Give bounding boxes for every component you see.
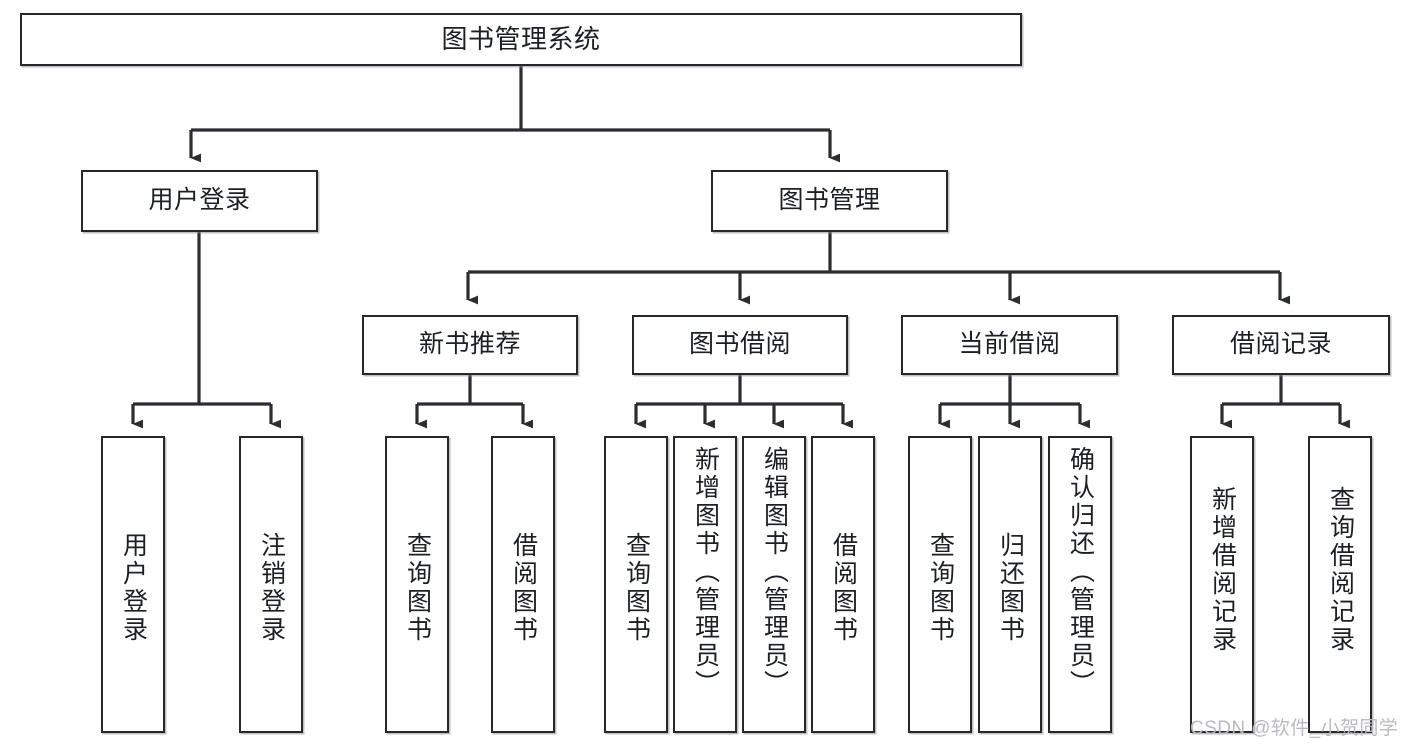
node-label: 借阅记录 [1229, 330, 1332, 359]
node-label: 当前借阅 [958, 330, 1061, 359]
node-user-login[interactable]: 用户登录 [81, 170, 318, 232]
leaf-new-book-borrow-book[interactable]: 借阅图书 [491, 436, 555, 733]
node-label: 图书管理系统 [441, 24, 601, 55]
node-label: 图书借阅 [688, 330, 791, 359]
leaf-borrow-record-query-record[interactable]: 查询借阅记录 [1308, 436, 1372, 733]
csdn-watermark: CSDN @软件_小贺同学 [1190, 718, 1399, 739]
node-label: 编辑图书（管理员） [760, 446, 789, 698]
node-label: 用户登录 [119, 532, 148, 644]
node-book-borrow[interactable]: 图书借阅 [632, 315, 848, 375]
node-label: 查询图书 [403, 532, 432, 644]
node-label: 注销登录 [257, 532, 286, 644]
node-label: 归还图书 [996, 532, 1025, 644]
leaf-book-borrow-add-book-admin[interactable]: 新增图书（管理员） [673, 436, 737, 733]
node-borrow-record[interactable]: 借阅记录 [1172, 315, 1390, 375]
node-label: 确认归还（管理员） [1066, 446, 1095, 698]
leaf-borrow-record-add-record[interactable]: 新增借阅记录 [1190, 436, 1254, 733]
node-label: 借阅图书 [829, 532, 858, 644]
node-label: 用户登录 [148, 186, 251, 215]
node-root-book-management-system[interactable]: 图书管理系统 [20, 13, 1022, 66]
node-label: 新书推荐 [418, 330, 521, 359]
node-label: 新增图书（管理员） [691, 446, 720, 698]
node-label: 查询图书 [926, 532, 955, 644]
leaf-current-borrow-query-book[interactable]: 查询图书 [908, 436, 972, 733]
node-label: 借阅图书 [509, 532, 538, 644]
leaf-book-borrow-borrow-book[interactable]: 借阅图书 [811, 436, 875, 733]
leaf-current-borrow-confirm-return-admin[interactable]: 确认归还（管理员） [1048, 436, 1112, 733]
node-label: 查询借阅记录 [1326, 486, 1355, 654]
node-label: 新增借阅记录 [1208, 486, 1237, 654]
leaf-new-book-query-book[interactable]: 查询图书 [385, 436, 449, 733]
leaf-user-login-login[interactable]: 用户登录 [101, 436, 165, 733]
leaf-current-borrow-return-book[interactable]: 归还图书 [978, 436, 1042, 733]
node-label: 图书管理 [778, 186, 881, 215]
node-label: 查询图书 [622, 532, 651, 644]
leaf-book-borrow-query-book[interactable]: 查询图书 [604, 436, 668, 733]
node-current-borrow[interactable]: 当前借阅 [901, 315, 1118, 375]
node-book-management[interactable]: 图书管理 [711, 170, 948, 232]
leaf-user-login-logout[interactable]: 注销登录 [239, 436, 303, 733]
leaf-book-borrow-edit-book-admin[interactable]: 编辑图书（管理员） [742, 436, 806, 733]
node-new-book-recommend[interactable]: 新书推荐 [362, 315, 578, 375]
